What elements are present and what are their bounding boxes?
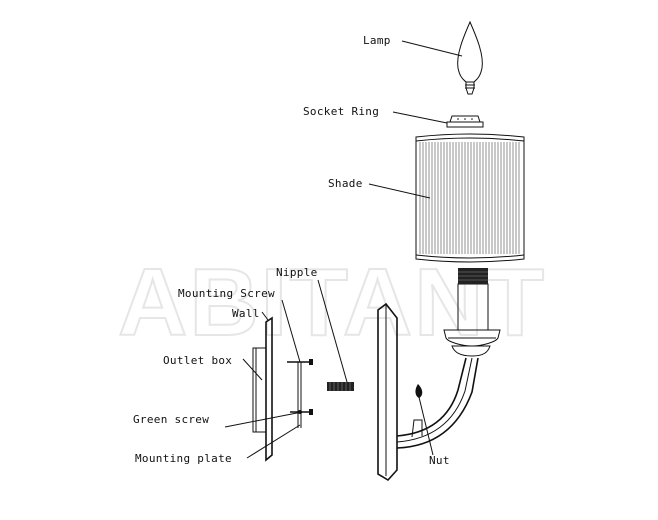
leader-lines <box>224 40 463 459</box>
label-nipple: Nipple <box>276 266 318 279</box>
label-mounting-screw: Mounting Screw <box>178 287 275 300</box>
label-outlet-box: Outlet box <box>163 354 232 367</box>
label-wall: Wall <box>232 307 260 320</box>
label-socket-ring: Socket Ring <box>303 105 379 118</box>
mounting-plate <box>297 362 302 428</box>
label-mounting-plate: Mounting plate <box>135 452 232 465</box>
label-shade: Shade <box>328 177 363 190</box>
nut <box>415 384 423 398</box>
shade <box>415 133 525 263</box>
outlet-box <box>252 347 267 433</box>
backplate <box>377 302 398 482</box>
candle-cup <box>443 329 501 357</box>
sconce-arm <box>396 357 479 449</box>
label-nut: Nut <box>429 454 450 467</box>
nipple <box>327 382 354 391</box>
candle-body <box>457 268 489 331</box>
label-lamp: Lamp <box>363 34 391 47</box>
lamp-bulb <box>457 20 483 95</box>
socket-ring <box>446 115 484 128</box>
watermark: ABITANT <box>118 249 546 356</box>
label-green-screw: Green screw <box>133 413 209 426</box>
